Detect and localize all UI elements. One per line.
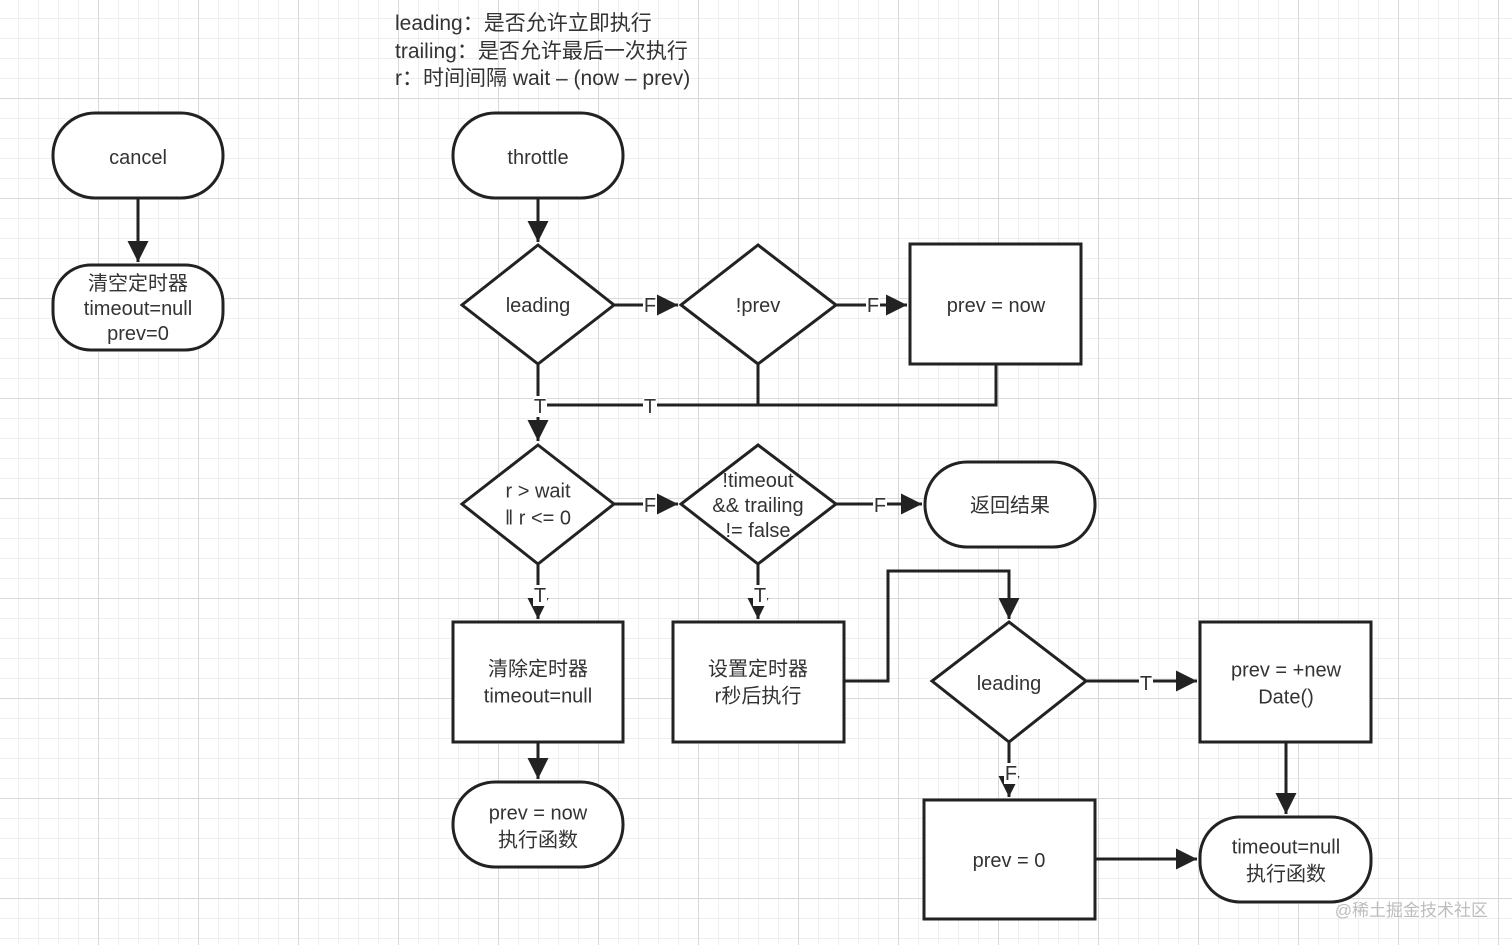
node-clear-timer-cancel (51, 263, 225, 352)
label-line: 清除定时器 (488, 658, 588, 681)
label-timeout-null-exec: timeout=null 执行函数 (1232, 837, 1340, 886)
note-r: r：时间间隔 wait – (now – prev) (395, 67, 691, 90)
node-prev-now (908, 242, 1083, 366)
edge-label-leading-true: T (534, 396, 546, 418)
node-throttle (451, 111, 625, 200)
node-return-result (923, 460, 1097, 549)
label-clear-timer: 清除定时器 timeout=null (484, 658, 592, 708)
label-line: 返回结果 (970, 494, 1050, 517)
node-set-timer (671, 620, 846, 744)
node-prev-now-exec (451, 780, 625, 869)
label-line: timeout=null (1232, 837, 1340, 859)
node-timeout-trailing-decision (678, 443, 839, 566)
label-line: ‖ r <= 0 (505, 508, 571, 530)
label-line: timeout=null (84, 298, 192, 320)
legend-notes: leading：是否允许立即执行 trailing：是否允许最后一次执行 r：时… (395, 10, 690, 93)
label-line: prev = now (947, 295, 1046, 317)
node-r-wait-decision (459, 443, 617, 566)
edge-prevnow-merge (538, 364, 998, 407)
edge-label-timeout-trailing-true: T (754, 585, 766, 607)
label-r-wait: r > wait ‖ r <= 0 (505, 481, 571, 530)
label-line: != false (725, 520, 790, 542)
label-line: prev=0 (107, 323, 169, 345)
label-clear-timer-cancel: 清空定时器 timeout=null prev=0 (84, 272, 192, 345)
label-leading-check-2: leading (977, 673, 1042, 695)
label-line: leading (977, 673, 1042, 695)
node-not-prev-decision (678, 243, 839, 366)
edge-label-bg (873, 495, 887, 516)
label-leading-check: leading (506, 295, 571, 317)
node-leading-decision (459, 243, 617, 366)
label-prev-now-exec: prev = now 执行函数 (489, 803, 588, 852)
watermark: @稀土掘金技术社区 (1334, 901, 1488, 920)
label-not-prev: !prev (736, 295, 780, 317)
node-prev-zero (922, 798, 1097, 921)
label-line: throttle (507, 147, 568, 169)
edge-label-bg (533, 585, 547, 606)
label-line: cancel (109, 147, 167, 169)
label-line: leading (506, 295, 571, 317)
label-line: 执行函数 (498, 829, 578, 852)
edge-label-bg (753, 585, 767, 606)
node-timeout-null-exec (1198, 815, 1373, 904)
label-line: prev = +new (1231, 660, 1342, 682)
label-line: r > wait (505, 481, 570, 503)
node-clear-timer (451, 620, 625, 744)
label-line: !timeout (722, 470, 794, 492)
label-line: timeout=null (484, 686, 592, 708)
label-line: 设置定时器 (708, 658, 808, 681)
label-set-timer: 设置定时器 r秒后执行 (708, 658, 808, 708)
label-line: Date() (1258, 687, 1314, 709)
edge-label-bg (1004, 763, 1018, 784)
label-line: !prev (736, 295, 780, 317)
edge-label-leading2-false: F (1005, 763, 1017, 785)
label-line: prev = 0 (973, 850, 1046, 872)
edge-label-bg (643, 396, 657, 417)
edge-label-bg (643, 295, 657, 316)
label-line: 清空定时器 (88, 272, 188, 295)
label-line: 执行函数 (1246, 863, 1326, 886)
label-throttle: throttle (507, 147, 568, 169)
label-prev-zero: prev = 0 (973, 850, 1046, 872)
label-line: && trailing (712, 495, 803, 517)
node-prev-new-date (1198, 620, 1373, 744)
label-return-result: 返回结果 (970, 494, 1050, 517)
note-trailing: trailing：是否允许最后一次执行 (395, 39, 688, 63)
edge-label-not-prev-false: F (867, 295, 879, 317)
label-cancel: cancel (109, 147, 167, 169)
note-leading: leading：是否允许立即执行 (395, 12, 652, 35)
edge-label-leading-false: F (644, 295, 656, 317)
label-timeout-trailing: !timeout && trailing != false (712, 470, 803, 542)
edge-label-bg (643, 495, 657, 516)
edge-settimer-leading2 (845, 569, 1020, 683)
label-line: prev = now (489, 803, 588, 825)
label-line: r秒后执行 (715, 685, 802, 708)
edge-label-bg (1139, 673, 1153, 694)
edge-label-timeout-trailing-false: F (874, 495, 886, 517)
node-cancel (51, 111, 225, 200)
label-prev-now-1: prev = now (947, 295, 1046, 317)
edge-label-not-prev-true: T (644, 396, 656, 418)
edge-label-r-wait-false: F (644, 495, 656, 517)
edge-label-leading2-true: T (1140, 673, 1152, 695)
edge-label-r-wait-true: T (534, 585, 546, 607)
edge-label-bg (866, 295, 880, 316)
edge-label-bg (533, 396, 547, 417)
node-leading-decision-2 (929, 620, 1089, 744)
